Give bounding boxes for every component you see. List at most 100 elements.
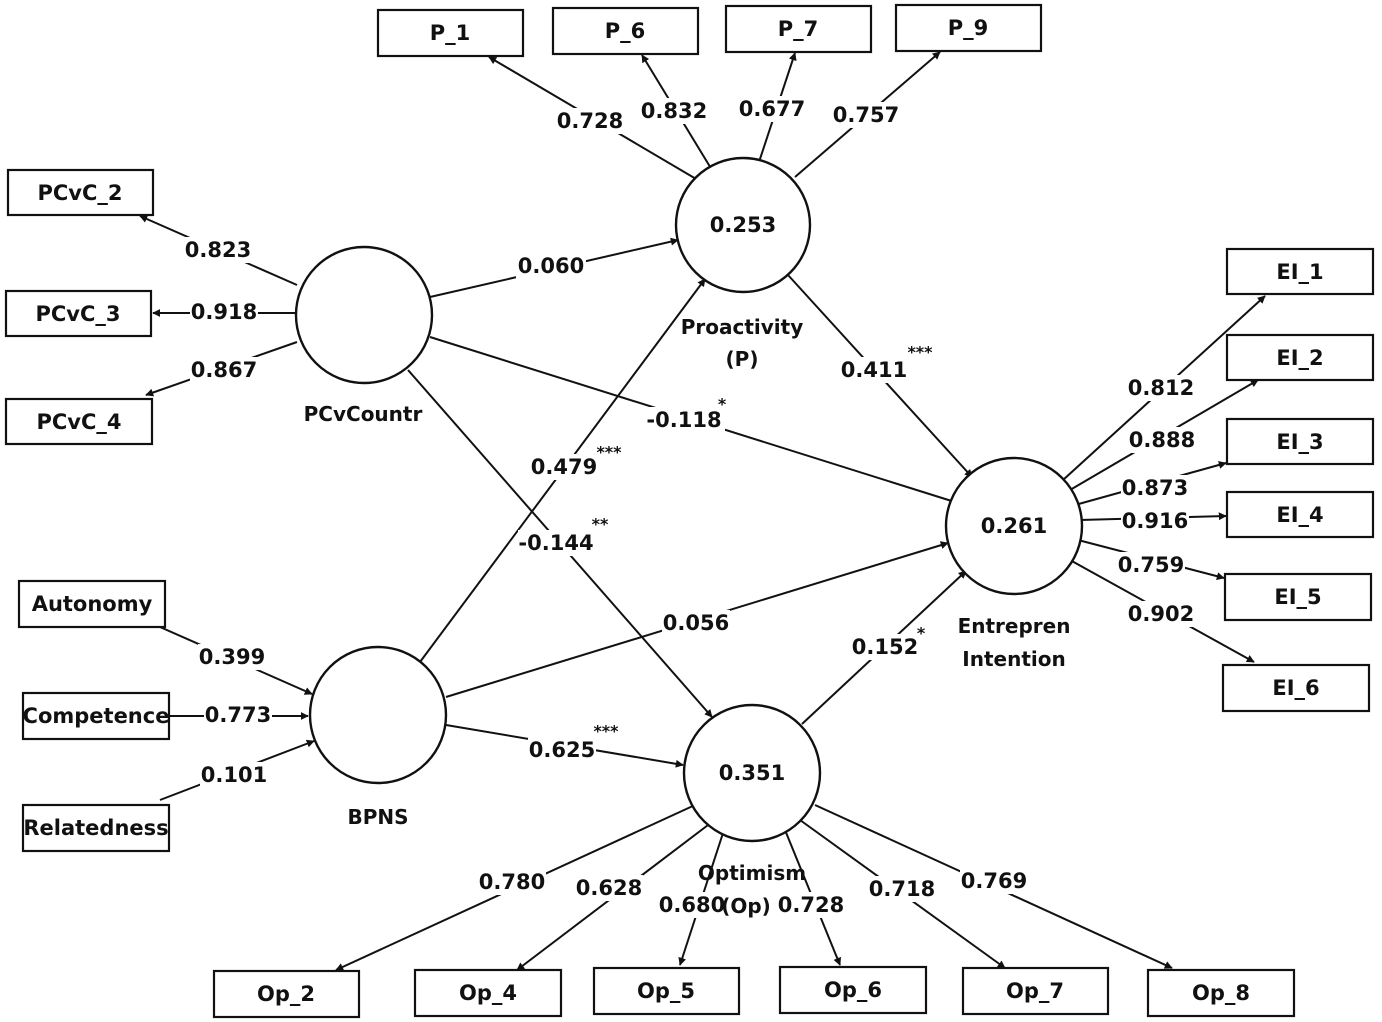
weight-competence: 0.773	[205, 703, 271, 727]
svg-text:Competence: Competence	[23, 704, 170, 728]
svg-text:P_7: P_7	[778, 17, 819, 41]
indicator-boxes: P_1 P_6 P_7 P_9 PCvC_2 PCvC_3 PCvC_4 Aut…	[4, 3, 1375, 1019]
indicator-ei1: EI_1	[1225, 247, 1375, 296]
svg-text:Relatedness: Relatedness	[23, 816, 168, 840]
indicator-ei5: EI_5	[1223, 572, 1373, 622]
path-pcv-ei-coef: -0.118	[646, 408, 721, 432]
svg-text:Op_7: Op_7	[1006, 979, 1064, 1003]
proactivity-r2: 0.253	[710, 213, 776, 237]
svg-text:P_6: P_6	[605, 19, 646, 43]
indicator-p9: P_9	[894, 3, 1043, 53]
loading-p1: 0.728	[557, 109, 623, 133]
loading-op6: 0.728	[778, 893, 844, 917]
loading-ei6: 0.902	[1128, 602, 1194, 626]
loading-op4: 0.628	[576, 876, 642, 900]
indicator-op4: Op_4	[413, 968, 563, 1018]
svg-text:PCvC_3: PCvC_3	[35, 302, 120, 326]
entrepreneurial-intention-name: Entrepren	[958, 614, 1071, 638]
loading-ei3: 0.873	[1122, 476, 1188, 500]
loading-op2: 0.780	[479, 870, 545, 894]
svg-text:Op_8: Op_8	[1192, 981, 1250, 1005]
loading-ei4: 0.916	[1122, 509, 1188, 533]
path-op-ei-sig: *	[917, 624, 926, 643]
proactivity-name: Proactivity	[681, 315, 804, 339]
latent-pcvcountr: PCvCountr	[294, 245, 434, 426]
loading-op5: 0.680	[659, 893, 725, 917]
path-bpns-op-sig: ***	[593, 722, 619, 741]
path-p-ei-coef: 0.411	[841, 358, 907, 382]
svg-text:Op_4: Op_4	[459, 981, 517, 1005]
indicator-autonomy: Autonomy	[17, 579, 167, 629]
path-pcv-p-coef: 0.060	[518, 254, 584, 278]
loading-ei2: 0.888	[1129, 428, 1195, 452]
indicator-op2: Op_2	[212, 969, 361, 1019]
path-p-ei-sig: ***	[907, 343, 933, 362]
svg-text:Op_5: Op_5	[637, 979, 695, 1003]
indicator-ei2: EI_2	[1225, 333, 1375, 382]
pcvcountr-name: PCvCountr	[304, 402, 423, 426]
indicator-p6: P_6	[551, 6, 700, 56]
entrepreneurial-intention-name-2: Intention	[962, 647, 1065, 671]
loading-p7: 0.677	[739, 97, 805, 121]
weight-autonomy: 0.399	[199, 645, 265, 669]
indicator-p1: P_1	[376, 8, 525, 58]
indicator-competence: Competence	[21, 691, 171, 741]
latent-optimism: 0.351 Optimism (Op)	[682, 703, 822, 918]
svg-text:EI_4: EI_4	[1276, 503, 1323, 527]
optimism-r2: 0.351	[719, 761, 785, 785]
svg-text:PCvC_4: PCvC_4	[36, 410, 121, 434]
indicator-ei3: EI_3	[1225, 417, 1375, 466]
latent-entrepreneurial-intention: 0.261 Entrepren Intention	[944, 456, 1084, 671]
path-pcv-op-coef: -0.144	[518, 531, 593, 555]
svg-text:Op_2: Op_2	[257, 982, 315, 1006]
indicator-pcvc3: PCvC_3	[4, 289, 153, 338]
indicator-relatedness: Relatedness	[21, 803, 171, 853]
optimism-name: Optimism	[698, 861, 806, 885]
indicator-pcvc2: PCvC_2	[6, 168, 155, 217]
loading-ei1: 0.812	[1128, 376, 1194, 400]
path-bpns-p-coef: 0.479	[531, 455, 597, 479]
svg-text:EI_6: EI_6	[1272, 676, 1319, 700]
latent-proactivity: 0.253 Proactivity (P)	[674, 156, 812, 371]
loading-p9: 0.757	[833, 103, 899, 127]
loading-op8: 0.769	[961, 869, 1027, 893]
svg-text:P_9: P_9	[948, 16, 989, 40]
loading-ei5: 0.759	[1118, 553, 1184, 577]
loading-pcvc2: 0.823	[185, 238, 251, 262]
path-bpns-p-sig: ***	[596, 443, 622, 462]
indicator-op8: Op_8	[1146, 968, 1296, 1018]
svg-text:Op_6: Op_6	[824, 978, 882, 1002]
indicator-p7: P_7	[724, 4, 873, 54]
loading-p6: 0.832	[641, 99, 707, 123]
loading-pcvc3: 0.918	[191, 300, 257, 324]
indicator-pcvc4: PCvC_4	[4, 397, 154, 446]
loading-pcvc4: 0.867	[191, 358, 257, 382]
proactivity-abbrev: (P)	[726, 347, 759, 371]
svg-text:PCvC_2: PCvC_2	[37, 181, 122, 205]
svg-text:P_1: P_1	[430, 21, 471, 45]
indicator-op5: Op_5	[592, 966, 741, 1016]
latent-constructs: 0.253 Proactivity (P) PCvCountr BPNS 0.2…	[294, 156, 1084, 918]
svg-text:EI_5: EI_5	[1274, 585, 1321, 609]
indicator-op6: Op_6	[778, 965, 928, 1015]
path-bpns-op-coef: 0.625	[529, 738, 595, 762]
loading-op7: 0.718	[869, 877, 935, 901]
path-pcv-ei-sig: *	[718, 395, 727, 414]
indicator-ei4: EI_4	[1225, 490, 1375, 539]
coefficient-labels: 0.728 0.832 0.677 0.757 0.823 0.918 0.86…	[184, 96, 1196, 918]
path-pcv-op-sig: **	[592, 515, 609, 534]
entrepreneurial-intention-r2: 0.261	[981, 514, 1047, 538]
indicator-op7: Op_7	[961, 966, 1110, 1016]
weight-relatedness: 0.101	[201, 763, 267, 787]
path-op-ei-coef: 0.152	[852, 635, 918, 659]
svg-text:EI_3: EI_3	[1276, 430, 1323, 454]
optimism-abbrev: (Op)	[721, 894, 771, 918]
svg-text:EI_2: EI_2	[1276, 346, 1323, 370]
svg-text:Autonomy: Autonomy	[32, 592, 153, 616]
path-bpns-ei-coef: 0.056	[663, 611, 729, 635]
bpns-name: BPNS	[347, 805, 408, 829]
svg-text:EI_1: EI_1	[1276, 260, 1323, 284]
latent-bpns: BPNS	[308, 645, 448, 829]
indicator-ei6: EI_6	[1221, 663, 1371, 713]
